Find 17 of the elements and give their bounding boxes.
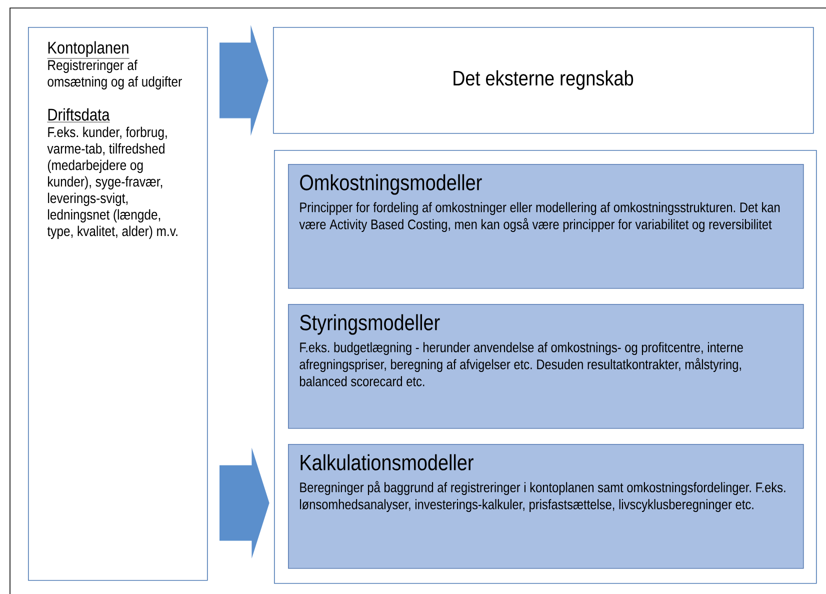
heading: Driftsdata — [47, 108, 110, 122]
heading: Styringsmodeller — [300, 314, 440, 335]
heading: Omkostningsmodeller — [300, 174, 482, 195]
output-box: Det eksterne regnskab — [273, 27, 814, 134]
heading: Kontoplanen — [47, 41, 130, 59]
description: Registreringer af omsætning og af udgifter — [48, 60, 182, 90]
model-box — [288, 444, 804, 569]
description: F.eks. kunder, forbrug, varme-tab, tilfredshed (medarbejdere og kunder), syge-fravær, leverings-svigt, ledningsnet (længde, type, kvalitet, alder) m.v. — [47, 126, 178, 239]
description: Principper for fordeling af omkostninger eller modellering af omkostningsstrukturen. Det kan være Activity Based Costing, men kan også være principper for variabilitet og reversibilitet — [299, 202, 780, 232]
description: Beregninger på baggrund af registreringer i kontoplanen samt omkostningsfordelinger. F.eks. lønsomhedsanalyser, investerings-kalkuler, prisfastsættelse, livscyklusberegninger etc. — [300, 481, 786, 512]
description: F.eks. budgetlægning - herunder anvendelse af omkostnings- og profitcentre, interne afregningspriser, beregning af afvigelser etc. Desuden resultatkontrakter, målstyring, balanced scorecard etc. — [300, 342, 743, 386]
block-arrow — [220, 448, 270, 558]
block-arrow — [220, 24, 268, 136]
model-box — [288, 304, 804, 429]
model-box — [288, 164, 804, 289]
heading: Kalkulationsmodeller — [300, 454, 474, 470]
source-box — [28, 27, 208, 581]
